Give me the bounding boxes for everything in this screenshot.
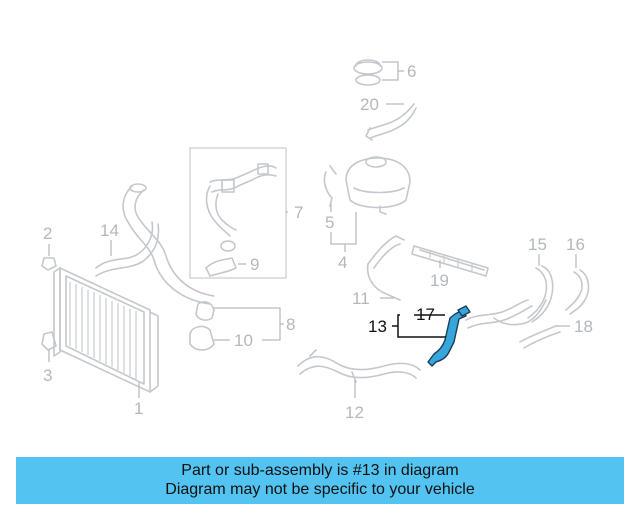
callout-15: 15: [528, 235, 547, 254]
callout-19: 19: [430, 271, 449, 290]
highlighted-part-13-hose: [427, 305, 471, 367]
radiator-part-1: [53, 267, 159, 393]
callout-7: 7: [294, 203, 303, 222]
callout-10: 10: [234, 331, 253, 350]
callout-8: 8: [286, 315, 295, 334]
info-banner: Part or sub-assembly is #13 in diagram D…: [16, 457, 624, 504]
callout-1: 1: [134, 399, 143, 418]
banner-line-1: Part or sub-assembly is #13 in diagram: [181, 462, 459, 479]
hose-assembly-part-7: [205, 163, 277, 277]
callout-13: 13: [368, 317, 387, 336]
callout-4: 4: [338, 253, 347, 272]
callout-6: 6: [407, 62, 416, 81]
callout-18: 18: [574, 317, 593, 336]
callout-20: 20: [360, 95, 379, 114]
callout-11: 11: [352, 289, 370, 308]
callout-12: 12: [345, 403, 364, 422]
callout-17: 17: [416, 305, 435, 324]
callout-14: 14: [100, 221, 119, 240]
callout-2: 2: [43, 224, 52, 243]
callout-9: 9: [250, 255, 259, 274]
expansion-tank-part-4: [345, 156, 411, 215]
banner-line-2: Diagram may not be specific to your vehi…: [165, 481, 475, 498]
callout-3: 3: [43, 366, 52, 385]
callout-16: 16: [566, 235, 585, 254]
callout-5: 5: [325, 213, 334, 232]
parts-diagram: 1 2 3 14 7 9 10 8 6 20: [41, 59, 593, 422]
